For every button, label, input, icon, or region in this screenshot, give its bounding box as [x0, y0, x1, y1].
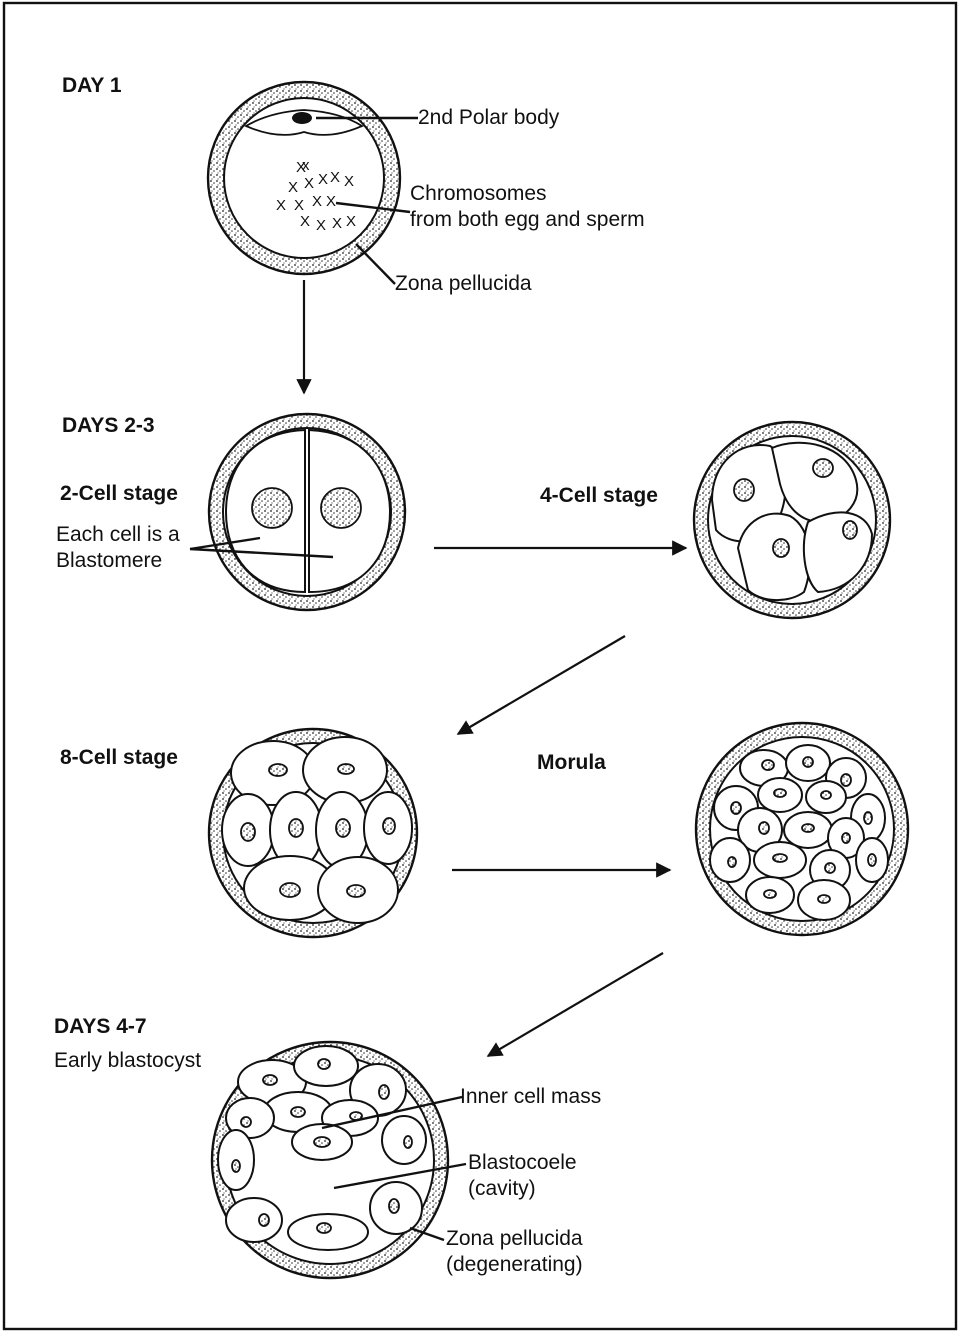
svg-text:X: X [330, 169, 340, 186]
svg-text:X: X [276, 197, 286, 214]
polar-body [292, 112, 312, 124]
two-cell-embryo [209, 414, 405, 610]
label-blastocoele-2: (cavity) [468, 1177, 536, 1200]
morula-embryo [696, 723, 908, 935]
label-chromosomes-2: from both egg and sperm [410, 208, 645, 231]
svg-text:X: X [312, 193, 322, 210]
arrow-4cell-to-8cell [458, 636, 625, 734]
arrow-morula-to-blastocyst [488, 953, 663, 1056]
svg-text:X: X [316, 217, 326, 234]
label-zona-pellucida: Zona pellucida [395, 272, 532, 295]
label-four-cell-stage: 4-Cell stage [540, 484, 658, 507]
label-early-blastocyst: Early blastocyst [54, 1049, 201, 1072]
svg-text:X: X [294, 197, 304, 214]
stage-heading-day1: DAY 1 [62, 74, 122, 97]
label-eight-cell-stage: 8-Cell stage [60, 746, 178, 769]
label-blastomere-1: Each cell is a [56, 523, 180, 546]
label-two-cell-stage: 2-Cell stage [60, 482, 178, 505]
svg-text:X: X [318, 171, 328, 188]
label-inner-cell-mass: Inner cell mass [460, 1085, 601, 1108]
blastocyst-embryo [212, 1042, 448, 1278]
eight-cell-embryo [209, 729, 417, 937]
label-polar-body: 2nd Polar body [418, 106, 560, 129]
svg-text:X: X [332, 215, 342, 232]
svg-text:X: X [288, 179, 298, 196]
label-blastomere-2: Blastomere [56, 549, 162, 572]
label-zona-degenerating-1: Zona pellucida [446, 1227, 583, 1250]
svg-text:X: X [304, 175, 314, 192]
stage-heading-days2-3: DAYS 2-3 [62, 414, 155, 437]
svg-text:X: X [300, 213, 310, 230]
zygote: X X X X X X X X X X X X X X x [208, 82, 400, 274]
svg-text:X: X [346, 213, 356, 230]
four-cell-embryo [694, 422, 890, 618]
svg-text:X: X [326, 193, 336, 210]
svg-text:X: X [344, 173, 354, 190]
label-morula: Morula [537, 751, 606, 774]
stage-heading-days4-7: DAYS 4-7 [54, 1015, 147, 1038]
svg-text:x: x [302, 157, 310, 174]
label-chromosomes-1: Chromosomes [410, 182, 547, 205]
label-zona-degenerating-2: (degenerating) [446, 1253, 583, 1276]
label-blastocoele-1: Blastocoele [468, 1151, 577, 1174]
